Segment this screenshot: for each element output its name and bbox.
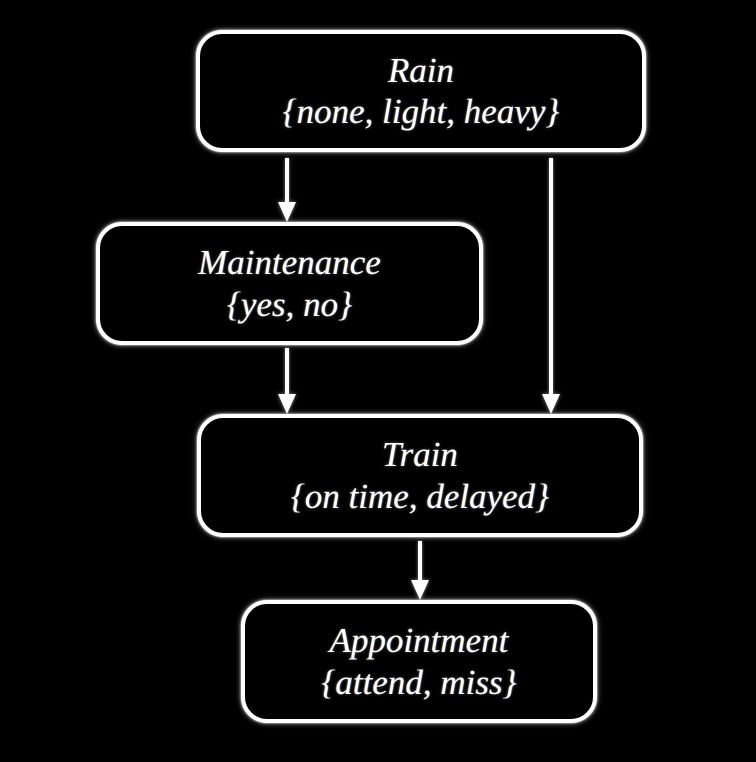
arrowhead-down-icon — [411, 580, 429, 600]
node-appointment[interactable]: Appointment {attend, miss} — [241, 600, 597, 723]
edge-shaft — [549, 158, 553, 394]
edge-shaft — [418, 541, 422, 580]
node-train[interactable]: Train {on time, delayed} — [197, 414, 643, 537]
arrowhead-down-icon — [278, 394, 296, 414]
node-train-values: {on time, delayed} — [290, 476, 550, 516]
edge-rain-to-train-arrow-icon — [539, 158, 563, 414]
node-rain-title: Rain — [387, 50, 455, 90]
node-appointment-title: Appointment — [329, 621, 509, 661]
node-maintenance[interactable]: Maintenance {yes, no} — [96, 222, 483, 345]
node-train-title: Train — [382, 435, 458, 475]
node-rain-values: {none, light, heavy} — [282, 92, 560, 131]
edge-shaft — [285, 158, 289, 202]
node-maintenance-values: {yes, no} — [226, 284, 353, 324]
edge-maintenance-to-train-arrow-icon — [275, 348, 299, 414]
node-maintenance-title: Maintenance — [198, 243, 381, 283]
node-appointment-values: {attend, miss} — [321, 662, 517, 702]
edge-rain-to-maintenance-arrow-icon — [275, 158, 299, 222]
edge-shaft — [285, 348, 289, 394]
arrowhead-down-icon — [278, 202, 296, 222]
arrowhead-down-icon — [542, 394, 560, 414]
edge-train-to-appointment-arrow-icon — [408, 541, 432, 600]
node-rain[interactable]: Rain {none, light, heavy} — [196, 30, 646, 152]
